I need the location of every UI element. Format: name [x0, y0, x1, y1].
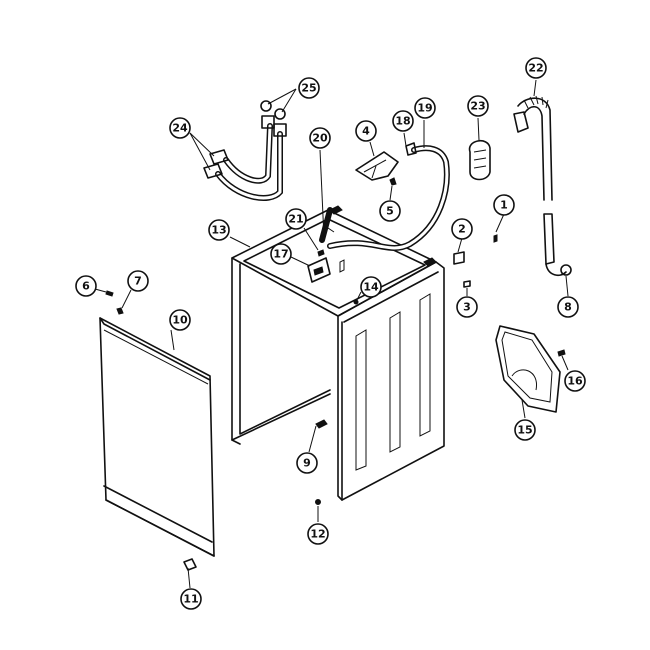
- svg-text:25: 25: [301, 82, 316, 95]
- callout-18: 18: [392, 110, 414, 132]
- svg-text:12: 12: [310, 528, 325, 541]
- svg-text:19: 19: [417, 102, 432, 115]
- front-panel: [99, 317, 215, 557]
- callout-3: 3: [456, 296, 478, 318]
- callout-9: 9: [296, 452, 318, 474]
- svg-text:2: 2: [458, 223, 466, 236]
- svg-text:5: 5: [386, 205, 394, 218]
- cabinet: [231, 205, 445, 501]
- callout-15: 15: [514, 419, 536, 441]
- callout-16: 16: [564, 370, 586, 392]
- svg-text:11: 11: [183, 593, 198, 606]
- svg-text:9: 9: [303, 457, 311, 470]
- bracket-2: [453, 251, 465, 265]
- screw-1: [493, 234, 498, 243]
- filter-23: [468, 140, 491, 181]
- screw-12: [315, 499, 321, 505]
- leader-lines: [94, 79, 569, 589]
- svg-text:18: 18: [395, 115, 410, 128]
- callout-7: 7: [127, 270, 149, 292]
- clip-9: [315, 419, 328, 429]
- screw-5: [389, 177, 397, 186]
- svg-text:17: 17: [273, 248, 288, 261]
- svg-text:16: 16: [567, 375, 583, 388]
- callout-6: 6: [75, 275, 97, 297]
- inlet-hoses-24: [203, 115, 287, 201]
- svg-text:20: 20: [312, 132, 328, 145]
- connector-21: [317, 249, 325, 257]
- svg-text:6: 6: [82, 280, 90, 293]
- screw-16: [557, 349, 566, 357]
- callout-4: 4: [355, 120, 377, 142]
- drain-hose-22: [513, 95, 572, 277]
- drain-hose-19: [327, 142, 450, 251]
- clip-7: [116, 307, 124, 315]
- callout-13: 13: [208, 219, 230, 241]
- washers-25: [260, 100, 286, 120]
- callout-23: 23: [467, 95, 489, 117]
- clip-3: [463, 280, 471, 288]
- callouts: 1 2 3 4 5 6 7 8 9 10 11 12 13 14 15 16 1…: [75, 57, 586, 610]
- callout-20: 20: [309, 127, 331, 149]
- callout-24: 24: [169, 117, 191, 139]
- svg-text:22: 22: [528, 62, 543, 75]
- svg-text:4: 4: [362, 125, 370, 138]
- svg-text:14: 14: [363, 281, 379, 294]
- callout-17: 17: [270, 243, 292, 265]
- callout-10: 10: [169, 309, 191, 331]
- screw-14: [353, 299, 359, 305]
- svg-text:13: 13: [211, 224, 226, 237]
- svg-text:23: 23: [470, 100, 485, 113]
- callout-8: 8: [557, 296, 579, 318]
- callout-11: 11: [180, 588, 202, 610]
- svg-text:24: 24: [172, 122, 188, 135]
- hardware-parts: [105, 177, 566, 571]
- callout-12: 12: [307, 523, 329, 545]
- screw-6: [105, 290, 114, 297]
- bracket-17: [307, 257, 331, 283]
- svg-text:1: 1: [500, 199, 508, 212]
- cover-plate-15: [495, 325, 561, 413]
- svg-text:7: 7: [134, 275, 142, 288]
- mounting-bracket-4: [355, 151, 399, 181]
- callout-5: 5: [379, 200, 401, 222]
- svg-text:15: 15: [517, 424, 532, 437]
- callout-2: 2: [451, 218, 473, 240]
- svg-text:8: 8: [564, 301, 572, 314]
- callout-25: 25: [298, 77, 320, 99]
- callout-19: 19: [414, 97, 436, 119]
- callout-21: 21: [285, 208, 307, 230]
- hose-20: [319, 207, 333, 243]
- callout-1: 1: [493, 194, 515, 216]
- callout-22: 22: [525, 57, 547, 79]
- svg-text:10: 10: [172, 314, 188, 327]
- svg-text:3: 3: [463, 301, 471, 314]
- foot-11: [183, 558, 197, 571]
- svg-text:21: 21: [288, 213, 303, 226]
- callout-14: 14: [360, 276, 382, 298]
